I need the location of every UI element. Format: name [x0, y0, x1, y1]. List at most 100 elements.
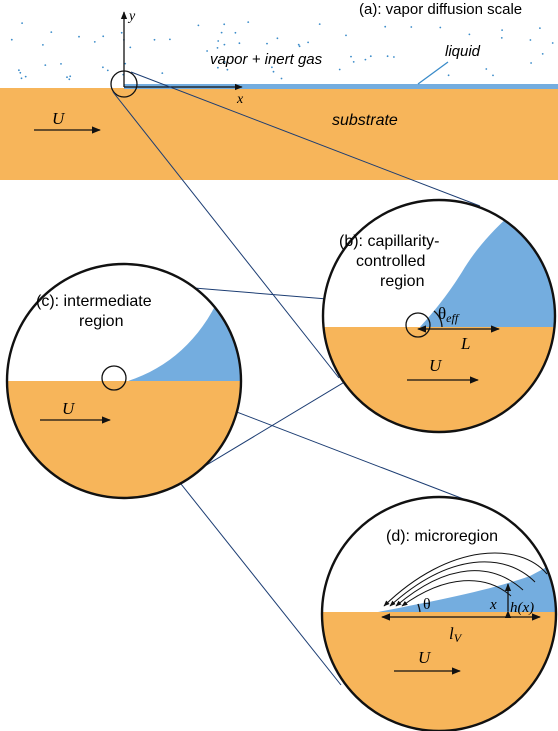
vapor-dot [20, 77, 23, 80]
vapor-dot [492, 74, 494, 77]
connector-a-to-b-lower [112, 91, 340, 379]
vapor-dot [223, 43, 226, 46]
vapor-dot [60, 63, 62, 65]
vapor-dot [153, 38, 156, 41]
vapor-label: vapor + inert gas [210, 51, 323, 68]
vapor-dot [530, 62, 532, 64]
velocity-label-b: U [429, 356, 443, 375]
panel-d: (d): microregion θ h(x) x lV U [320, 495, 558, 731]
liquid-label: liquid [445, 43, 481, 60]
height-h-label: h(x) [510, 600, 534, 616]
vapor-dot [345, 34, 347, 37]
vapor-dot [439, 26, 442, 29]
vapor-dot [369, 55, 372, 58]
substrate-c [7, 381, 241, 498]
vapor-dot [217, 66, 219, 69]
length-L-label: L [460, 334, 470, 353]
vapor-dot [485, 68, 488, 70]
vapor-dot [19, 71, 22, 74]
vapor-dot [338, 68, 341, 71]
vapor-dot [161, 72, 164, 74]
vapor-dot [10, 38, 13, 41]
vapor-dot [226, 68, 229, 71]
vapor-dot [69, 75, 72, 78]
substrate-label: substrate [332, 112, 398, 129]
vapor-dot [24, 75, 27, 78]
vapor-dot [66, 76, 68, 79]
zoom-origin-circle [110, 70, 138, 98]
zoom-circle-b [405, 312, 431, 338]
diffusion-arcs [383, 552, 548, 607]
angle-theta-eff: θeff [438, 304, 460, 325]
length-lv-label: lV [449, 624, 463, 645]
vapor-dot [169, 38, 171, 41]
panel-c-title-line2: region [79, 313, 123, 330]
vapor-dot [78, 35, 80, 38]
vapor-dot [124, 62, 127, 65]
panel-b-outline [321, 198, 557, 434]
vapor-dot [298, 45, 301, 48]
vapor-dot [352, 61, 355, 63]
panel-c: (c): intermediate region U [5, 262, 243, 500]
vapor-dot [501, 29, 503, 31]
angle-theta-d: θ [423, 596, 431, 613]
liquid-film [124, 84, 558, 89]
panel-d-title: (d): microregion [386, 528, 498, 545]
vapor-dot [539, 27, 541, 29]
axis-y-label: y [127, 9, 136, 24]
vapor-dot [220, 31, 223, 34]
substrate-band [0, 88, 558, 180]
vapor-dot [500, 37, 503, 39]
vapor-dot [307, 41, 309, 44]
vapor-dot [44, 64, 47, 66]
velocity-label-d: U [418, 648, 432, 667]
vapor-dot [297, 43, 300, 46]
panel-c-title-line1: (c): intermediate [36, 293, 152, 310]
vapor-dot [318, 23, 321, 25]
vapor-dot [50, 31, 53, 33]
vapor-dot [18, 69, 20, 72]
liquid-wedge-d [378, 560, 556, 612]
axis-x-label: x [236, 92, 244, 107]
vapor-dot [21, 22, 23, 24]
panel-a-title: (a): vapor diffusion scale [359, 1, 522, 18]
vapor-dot [350, 55, 352, 58]
vapor-dot [364, 58, 367, 61]
zoom-circle-c [101, 365, 127, 391]
substrate-b [323, 327, 555, 432]
vapor-dot [129, 46, 132, 49]
vapor-dot [216, 47, 219, 49]
vapor-dot [223, 61, 226, 63]
vapor-dot [551, 42, 554, 44]
vapor-dot [393, 56, 395, 58]
vapor-dot [238, 42, 241, 45]
vapor-dot [217, 40, 220, 42]
panel-b-title-line1: (b): capillarity- [339, 233, 439, 250]
vapor-dot [102, 66, 104, 69]
vapor-dot [386, 55, 389, 58]
vapor-dot [529, 39, 532, 41]
panel-b-title-line3: region [380, 273, 424, 290]
vapor-dot [272, 70, 275, 73]
vapor-dot [120, 31, 123, 34]
vapor-dot [280, 77, 283, 80]
angle-arc-d [417, 603, 421, 613]
vapor-dot [223, 23, 226, 26]
panel-c-outline [5, 262, 243, 500]
vapor-dot [541, 53, 544, 55]
vapor-dot [106, 69, 109, 72]
panel-b: (b): capillarity- controlled region θeff… [321, 198, 557, 434]
vapor-dot [234, 31, 237, 34]
vapor-dot [197, 24, 200, 27]
vapor-dot [247, 21, 250, 23]
liquid-wedge-c [128, 264, 241, 381]
vapor-dot [276, 37, 279, 40]
vapor-dot [410, 26, 413, 28]
connector-a-to-b-upper [130, 71, 481, 207]
panel-d-outline [320, 495, 558, 731]
velocity-label-a: U [52, 109, 66, 128]
vapor-dot [468, 33, 471, 36]
liquid-pointer [417, 61, 449, 85]
panel-a: y x (a): vapor diffusion scale vapor + i… [0, 1, 558, 180]
